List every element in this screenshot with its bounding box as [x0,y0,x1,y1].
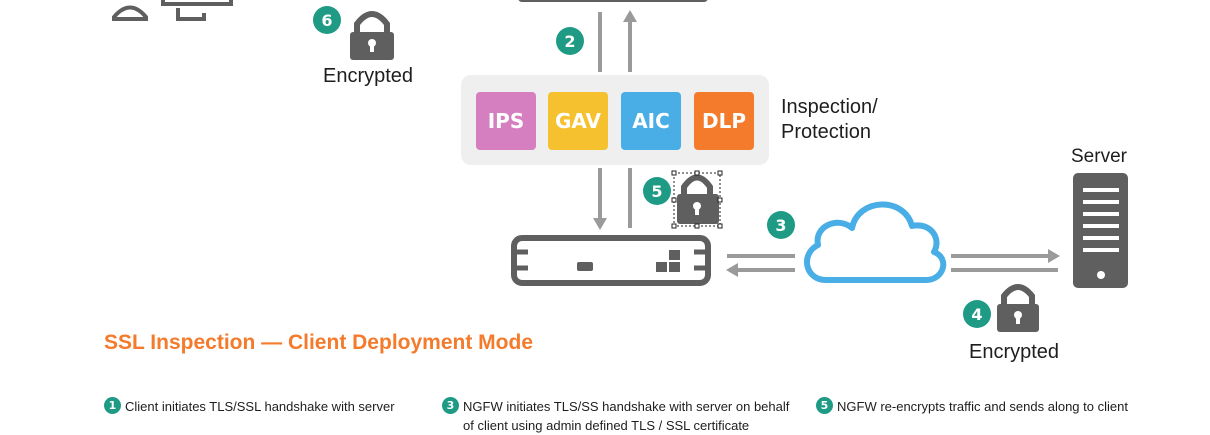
step-5-badge: 5 [816,397,833,414]
arrow-cloud-server-head [1048,249,1060,263]
server-label: Server [1071,146,1127,167]
step-3-text-line2: of client using admin defined TLS / SSL … [463,418,750,433]
step-3-badge: 3 [442,397,459,414]
inspection-label-line1: Inspection/ [781,96,878,118]
diagram-graphics [112,0,1128,332]
arrow-down-bottom-head [593,218,607,230]
lock-icon-4 [997,284,1039,332]
step-3: 3 NGFW initiates TLS/SS handshake with s… [442,397,789,435]
step-badge-5: 5 [643,177,671,205]
arrow-fw-cloud-head [726,263,738,277]
step-3-text: NGFW initiates TLS/SS handshake with ser… [463,399,790,414]
aic-tile: AIC [621,92,681,150]
step-5-text: NGFW re-encrypts traffic and sends along… [837,399,1128,414]
step-1-badge: 1 [104,397,121,414]
top-appliance-edge [518,0,708,2]
client-stand-icon [176,8,206,21]
server-icon [1073,173,1128,288]
client-devices-icon [112,0,233,21]
gav-tile: GAV [548,92,608,150]
step-badge-3: 3 [767,211,795,239]
cloud-icon [804,201,947,283]
diagram-title: SSL Inspection — Client Deployment Mode [104,331,533,354]
dlp-tile: DLP [694,92,754,150]
encrypted-label-top: Encrypted [323,65,414,87]
step-badge-2: 2 [556,27,584,55]
arrow-up-top-head [623,10,637,22]
encrypted-label-bottom: Encrypted [969,341,1060,363]
lock-icon-5 [671,170,723,229]
firewall-appliance-icon [511,235,711,286]
inspection-label-line2: Protection [781,121,872,143]
step-5: 5 NGFW re-encrypts traffic and sends alo… [816,397,1128,416]
step-1-text: Client initiates TLS/SSL handshake with … [125,399,395,414]
step-badge-4: 4 [963,300,991,328]
step-badge-6: 6 [313,6,341,34]
step-1: 1 Client initiates TLS/SSL handshake wit… [104,397,395,416]
lock-icon-6 [350,11,394,60]
ips-tile: IPS [476,92,536,150]
inspection-label: Inspection/ Protection [781,95,878,145]
